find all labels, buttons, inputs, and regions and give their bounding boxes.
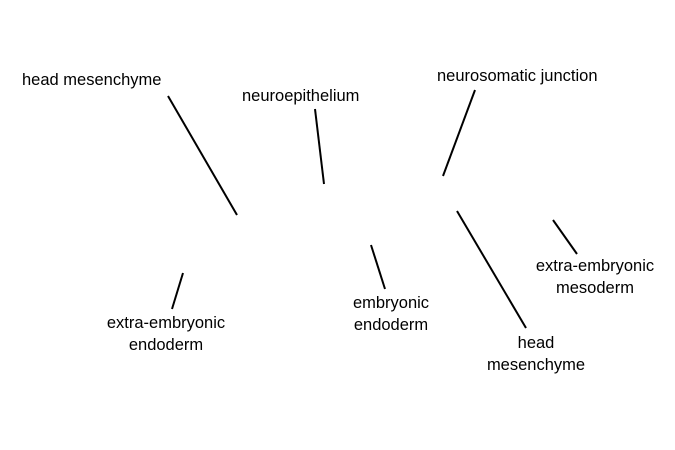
label-neurosomatic-junction: neurosomatic junction: [437, 65, 598, 87]
label-line-2: mesenchyme: [486, 356, 586, 374]
label-line-2: mesoderm: [556, 279, 634, 297]
label-line-2: endoderm: [353, 316, 429, 334]
leader-line-embryonic-endoderm: [370, 244, 386, 290]
leader-line-neuroepithelium: [314, 108, 325, 185]
label-head-mesenchyme-bottom: head mesenchyme: [471, 332, 601, 376]
leader-line-neurosomatic-junction: [442, 89, 476, 177]
label-line-1: extra-embryonic: [106, 314, 226, 332]
label-text: neuroepithelium: [242, 87, 360, 105]
label-line-1: head: [517, 334, 555, 352]
label-text: neurosomatic junction: [437, 67, 598, 85]
label-line-2: endoderm: [128, 336, 204, 354]
label-extra-embryonic-mesoderm: extra-embryonic mesoderm: [515, 255, 675, 299]
leader-line-head-mesenchyme-top: [167, 95, 238, 216]
label-text: head mesenchyme: [22, 71, 162, 89]
label-line-1: extra-embryonic: [535, 257, 655, 275]
leader-line-extra-embryonic-mesoderm: [552, 219, 578, 255]
label-line-1: embryonic: [352, 294, 430, 312]
label-head-mesenchyme-top: head mesenchyme: [22, 69, 161, 91]
label-neuroepithelium: neuroepithelium: [242, 85, 359, 107]
leader-line-head-mesenchyme-bottom: [456, 210, 527, 329]
leader-line-extra-embryonic-endoderm: [171, 272, 184, 310]
label-embryonic-endoderm: embryonic endoderm: [336, 292, 446, 336]
label-extra-embryonic-endoderm: extra-embryonic endoderm: [86, 312, 246, 356]
